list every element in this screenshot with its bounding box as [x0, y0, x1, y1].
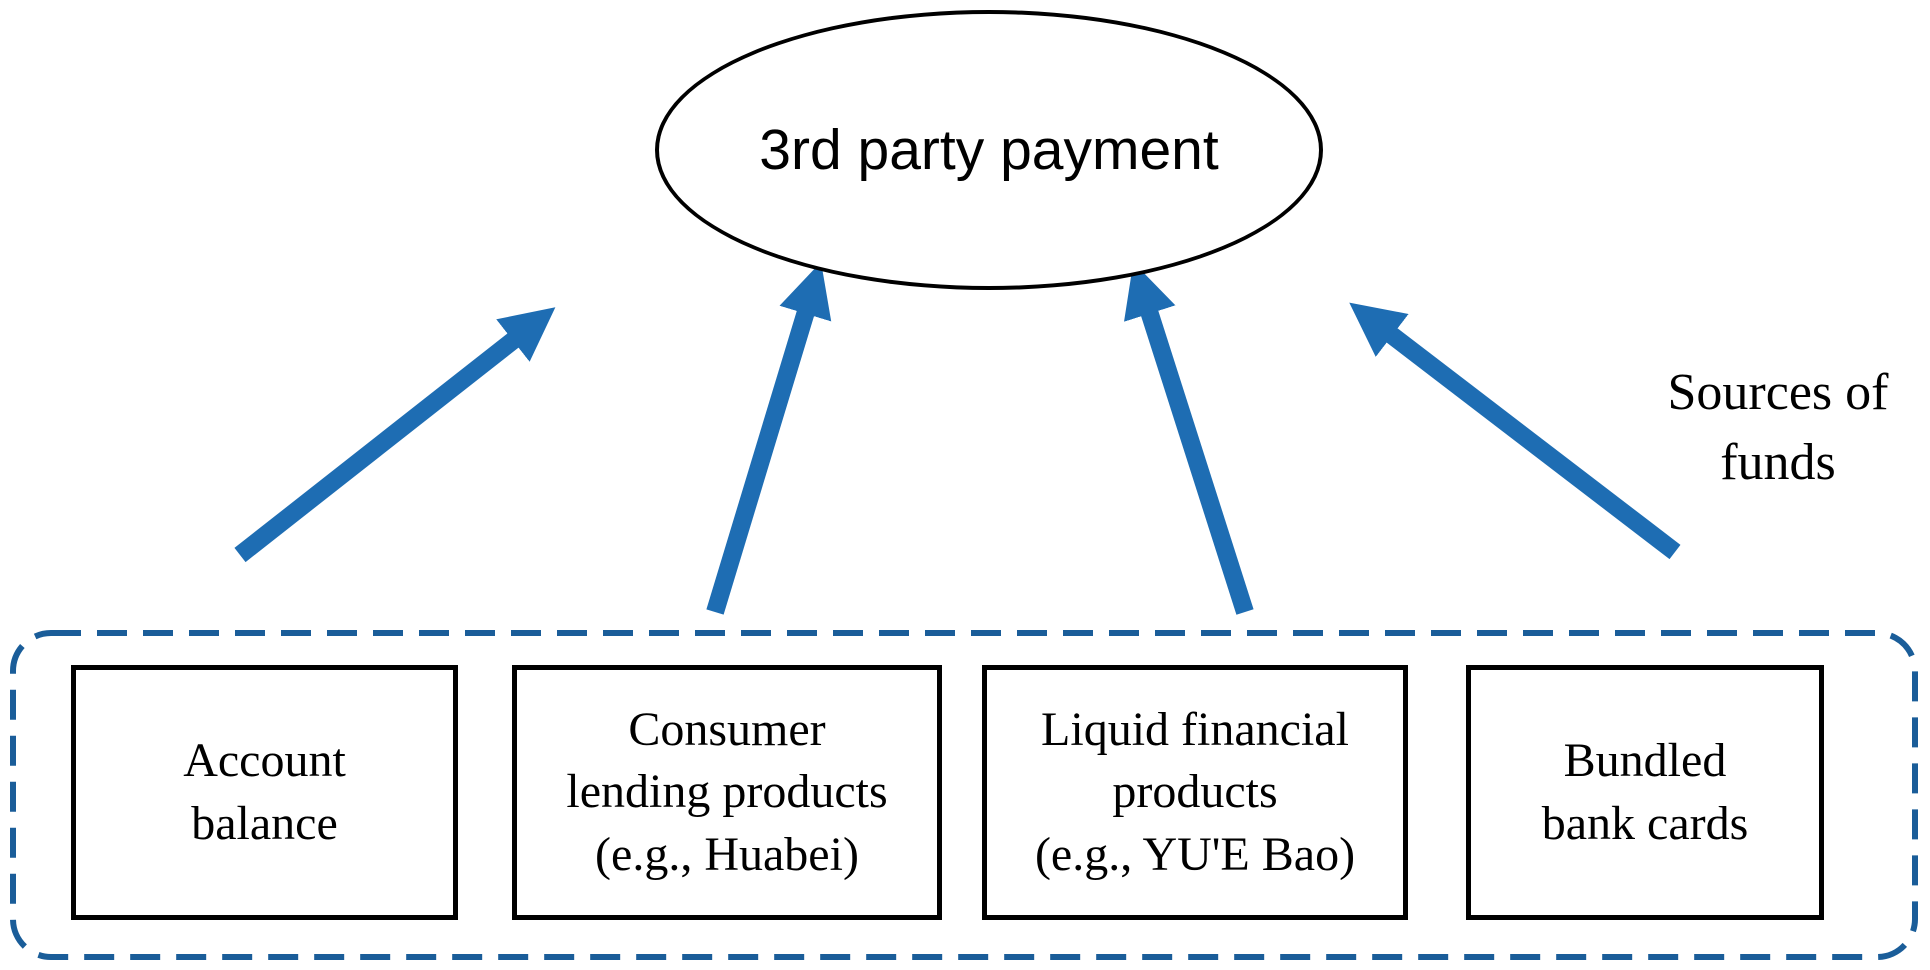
box-account-balance: Account balance — [71, 665, 458, 920]
payment-ellipse-title: 3rd party payment — [759, 118, 1219, 182]
sources-of-funds-label: Sources of funds — [1667, 364, 1889, 492]
payment-ellipse-node: 3rd party payment — [655, 10, 1323, 290]
arrow-bundled-bank-cards-to-payment — [1349, 302, 1681, 560]
box-liquid-financial-products-label: Liquid financial products (e.g., YU'E Ba… — [1034, 702, 1356, 881]
arrow-account-balance-to-payment — [234, 307, 556, 563]
box-consumer-lending-products-label: Consumer lending products (e.g., Huabei) — [566, 702, 888, 881]
box-liquid-financial-products: Liquid financial products (e.g., YU'E Ba… — [982, 665, 1408, 920]
box-bundled-bank-cards-label: Bundled bank cards — [1541, 734, 1749, 850]
sources-container-border — [10, 630, 1918, 960]
arrow-liquid-financial-to-payment — [1124, 262, 1254, 615]
box-account-balance-label: Account balance — [183, 734, 346, 850]
arrow-consumer-lending-to-payment — [706, 261, 832, 615]
box-consumer-lending-products: Consumer lending products (e.g., Huabei) — [512, 665, 942, 920]
box-bundled-bank-cards: Bundled bank cards — [1466, 665, 1824, 920]
